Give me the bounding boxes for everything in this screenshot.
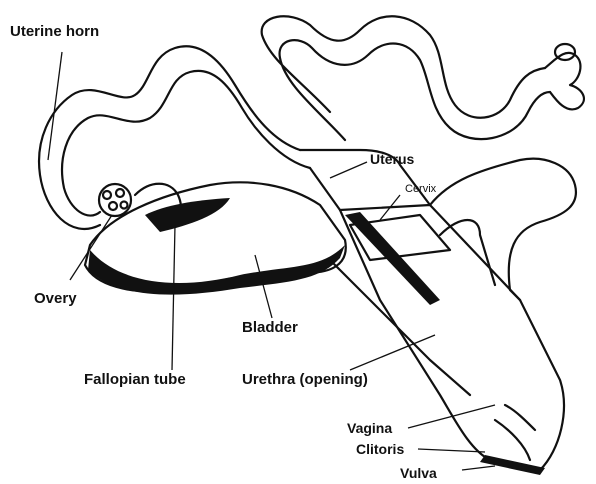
tissue-shading [145, 198, 230, 232]
label-overy: Overy [34, 291, 77, 306]
bladder-shading [88, 245, 345, 295]
leader-vagina [408, 405, 495, 428]
leader-uterus [330, 162, 367, 178]
right-fimbriae [545, 53, 584, 110]
label-vulva: Vulva [400, 466, 437, 480]
label-uterus: Uterus [370, 152, 414, 166]
label-vagina: Vagina [347, 421, 392, 435]
right-uterine-horn [262, 16, 550, 140]
label-bladder: Bladder [242, 320, 298, 335]
leader-vulva [462, 466, 495, 470]
label-cervix: Cervix [405, 184, 436, 195]
vulva-folds [495, 405, 535, 460]
anal-canal [440, 220, 495, 285]
label-clitoris: Clitoris [356, 442, 404, 456]
left-ovary [99, 184, 131, 216]
leader-bladder [255, 255, 272, 318]
right-ovary [555, 44, 575, 60]
left-uterine-horn [39, 46, 310, 229]
label-uterine-horn: Uterine horn [10, 24, 99, 39]
canal-shading [345, 212, 440, 305]
label-fallopian-tube: Fallopian tube [84, 372, 186, 387]
leader-fallopian-tube [172, 225, 175, 370]
label-urethra: Urethra (opening) [242, 372, 368, 387]
vulva-shading [480, 455, 545, 475]
